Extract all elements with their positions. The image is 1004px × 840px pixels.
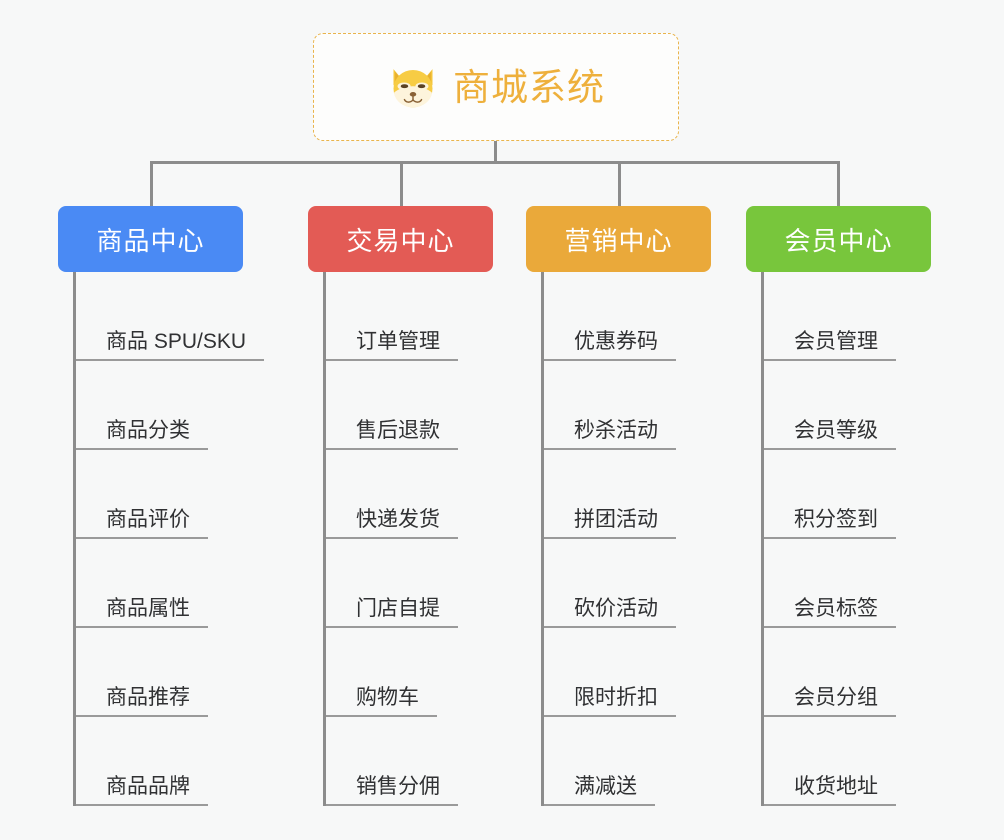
category-header-1[interactable]: 商品中心 — [58, 206, 243, 272]
leaf-list-2: 订单管理 售后退款 快递发货 门店自提 购物车 销售分佣 — [323, 272, 493, 806]
leaf-item[interactable]: 订单管理 — [326, 272, 493, 361]
leaf-item[interactable]: 积分签到 — [764, 450, 931, 539]
category-header-3-label: 营销中心 — [564, 225, 673, 256]
leaf-item[interactable]: 会员标签 — [764, 539, 931, 628]
leaf-item-label: 会员分组 — [764, 686, 896, 717]
leaf-item-label: 会员标签 — [764, 597, 896, 628]
leaf-item-label: 商品品牌 — [76, 775, 208, 806]
category-header-4[interactable]: 会员中心 — [746, 206, 931, 272]
leaf-item[interactable]: 满减送 — [544, 717, 711, 806]
branch-column-2: 交易中心 订单管理 售后退款 快递发货 门店自提 购物车 销售分佣 — [308, 206, 493, 806]
category-header-4-label: 会员中心 — [784, 225, 893, 256]
leaf-item[interactable]: 会员管理 — [764, 272, 931, 361]
leaf-item[interactable]: 快递发货 — [326, 450, 493, 539]
leaf-list-4: 会员管理 会员等级 积分签到 会员标签 会员分组 收货地址 — [761, 272, 931, 806]
root-title: 商城系统 — [453, 66, 605, 108]
leaf-item-label: 会员管理 — [764, 330, 896, 361]
category-header-2[interactable]: 交易中心 — [308, 206, 493, 272]
leaf-item[interactable]: 商品品牌 — [76, 717, 264, 806]
leaf-item-label: 收货地址 — [764, 775, 896, 806]
leaf-item[interactable]: 商品 SPU/SKU — [76, 272, 265, 361]
leaf-item-label: 订单管理 — [326, 330, 458, 361]
connector-horizontal-bus — [150, 161, 840, 164]
leaf-item-label: 商品推荐 — [76, 686, 208, 717]
leaf-item-label: 优惠券码 — [544, 330, 676, 361]
category-header-3[interactable]: 营销中心 — [526, 206, 711, 272]
leaf-item-label: 购物车 — [326, 686, 437, 717]
leaf-item[interactable]: 购物车 — [326, 628, 493, 717]
leaf-list-3: 优惠券码 秒杀活动 拼团活动 砍价活动 限时折扣 满减送 — [541, 272, 711, 806]
leaf-item-label: 快递发货 — [326, 508, 458, 539]
leaf-item[interactable]: 砍价活动 — [544, 539, 711, 628]
leaf-item-label: 限时折扣 — [544, 686, 676, 717]
shiba-inu-icon — [393, 69, 433, 108]
leaf-item[interactable]: 拼团活动 — [544, 450, 711, 539]
leaf-item-label: 售后退款 — [326, 419, 458, 450]
leaf-item[interactable]: 优惠券码 — [544, 272, 711, 361]
leaf-item[interactable]: 商品属性 — [76, 539, 264, 628]
connector-drop-1 — [150, 161, 153, 206]
branch-column-4: 会员中心 会员管理 会员等级 积分签到 会员标签 会员分组 收货地址 — [746, 206, 931, 806]
leaf-item[interactable]: 限时折扣 — [544, 628, 711, 717]
leaf-item[interactable]: 售后退款 — [326, 361, 493, 450]
leaf-item-label: 拼团活动 — [544, 508, 676, 539]
leaf-item[interactable]: 会员分组 — [764, 628, 931, 717]
category-header-2-label: 交易中心 — [346, 225, 455, 256]
leaf-item-label: 商品评价 — [76, 508, 208, 539]
leaf-item-label: 门店自提 — [326, 597, 458, 628]
connector-drop-4 — [837, 161, 840, 206]
leaf-list-1: 商品 SPU/SKU 商品分类 商品评价 商品属性 商品推荐 商品品牌 — [73, 272, 265, 806]
leaf-item[interactable]: 销售分佣 — [326, 717, 493, 806]
leaf-item-label: 商品属性 — [76, 597, 208, 628]
root-node[interactable]: 商城系统 — [313, 33, 679, 141]
connector-drop-2 — [400, 161, 403, 206]
leaf-item[interactable]: 收货地址 — [764, 717, 931, 806]
leaf-item-label: 积分签到 — [764, 508, 896, 539]
leaf-item-label: 秒杀活动 — [544, 419, 676, 450]
leaf-item-label: 销售分佣 — [326, 775, 458, 806]
leaf-item[interactable]: 商品推荐 — [76, 628, 264, 717]
connector-drop-3 — [618, 161, 621, 206]
branch-column-3: 营销中心 优惠券码 秒杀活动 拼团活动 砍价活动 限时折扣 满减送 — [526, 206, 711, 806]
leaf-item[interactable]: 门店自提 — [326, 539, 493, 628]
leaf-item[interactable]: 会员等级 — [764, 361, 931, 450]
leaf-item[interactable]: 商品评价 — [76, 450, 264, 539]
leaf-item-label: 满减送 — [544, 775, 655, 806]
leaf-item-label: 商品 SPU/SKU — [76, 330, 265, 361]
leaf-item-label: 会员等级 — [764, 419, 896, 450]
connector-root-stem — [494, 141, 497, 164]
leaf-item[interactable]: 商品分类 — [76, 361, 264, 450]
leaf-item-label: 砍价活动 — [544, 597, 676, 628]
leaf-item[interactable]: 秒杀活动 — [544, 361, 711, 450]
category-header-1-label: 商品中心 — [96, 225, 205, 256]
branch-column-1: 商品中心 商品 SPU/SKU 商品分类 商品评价 商品属性 商品推荐 商品品牌 — [58, 206, 265, 806]
leaf-item-label: 商品分类 — [76, 419, 208, 450]
